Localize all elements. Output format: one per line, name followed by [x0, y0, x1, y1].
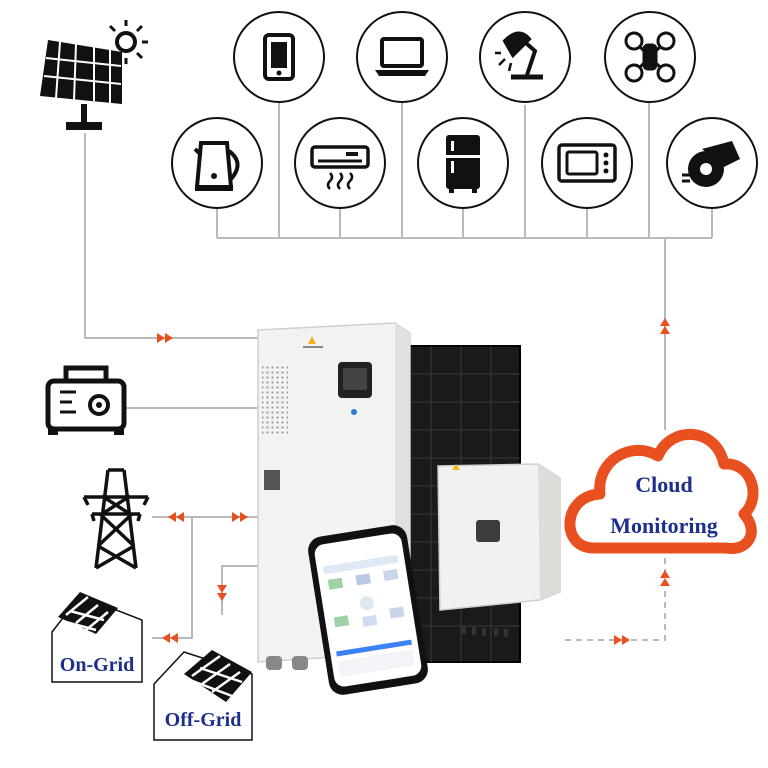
arrow-grid-in — [232, 512, 248, 522]
arrow-off-grid — [217, 585, 227, 601]
cloud-monitoring: Cloud Monitoring — [564, 428, 759, 554]
arrow-grid-out — [168, 512, 184, 522]
circular-saw-icon — [682, 141, 740, 187]
brand-logo-icon — [303, 336, 323, 348]
tablet-icon — [263, 33, 295, 81]
refrigerator-icon — [446, 135, 480, 193]
off-grid-house: Off-Grid — [153, 650, 253, 741]
arrow-inverter-right — [614, 635, 630, 645]
arrow-solar-in — [157, 333, 173, 343]
smartphone — [308, 525, 428, 695]
off-grid-label: Off-Grid — [165, 709, 242, 731]
inverter — [437, 463, 561, 637]
arrow-on-grid — [162, 633, 178, 643]
arrow-inverter-up — [660, 570, 670, 586]
on-grid-house: On-Grid — [51, 592, 143, 683]
app-screen — [322, 554, 416, 678]
sun-icon — [108, 20, 148, 64]
kettle-icon — [193, 141, 240, 191]
flow-arrows — [157, 318, 670, 645]
battery-display — [338, 362, 372, 398]
cloud-label-line1: Cloud — [635, 472, 692, 497]
arrow-to-cloud-up — [660, 318, 670, 334]
power-button-icon — [351, 409, 357, 415]
generator-icon — [45, 365, 127, 435]
microwave-icon — [557, 143, 617, 183]
air-conditioner-icon — [310, 145, 370, 190]
desk-lamp-icon — [495, 31, 543, 80]
solar-panel-icon — [40, 20, 148, 130]
power-tower-icon — [82, 468, 150, 570]
drone-icon — [624, 31, 676, 83]
on-grid-label: On-Grid — [60, 654, 134, 676]
laptop-icon — [375, 37, 429, 76]
inverter-terminals — [462, 626, 508, 637]
cloud-label-line2: Monitoring — [610, 513, 718, 538]
